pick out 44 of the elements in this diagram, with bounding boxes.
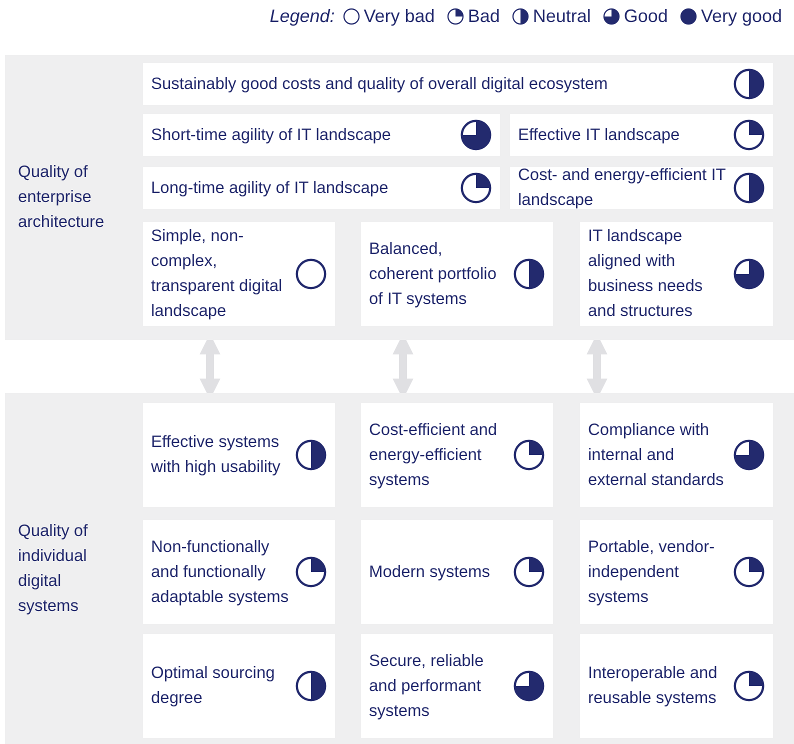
criterion-text: Balanced, coherent portfolio of IT systems: [369, 238, 498, 310]
criterion-card: [361, 520, 553, 624]
criterion-text: Optimal sourcing degree: [151, 663, 276, 709]
criterion-card: [143, 222, 335, 326]
criterion-text: Effective systems with high usability: [151, 432, 282, 478]
criterion-card: [580, 403, 773, 507]
criterion-text: Simple, non-complex, transparent digital landscape: [151, 226, 284, 322]
criterion-card: [143, 63, 773, 105]
legend-text: Neutral: [532, 6, 591, 27]
criterion-text: Effective IT landscape: [518, 124, 681, 146]
criterion-text: Modern systems: [369, 562, 492, 582]
criterion-text: Short-time agility of IT landscape: [151, 124, 392, 146]
category-title: Quality of individual digital systems: [18, 520, 89, 616]
criterion-text: Long-time agility of IT landscape: [151, 178, 390, 198]
criterion-card: [580, 520, 773, 624]
legend-title: Legend:: [270, 6, 335, 27]
criterion-text: IT landscape aligned with business needs and structures: [588, 226, 704, 322]
criterion-text: Portable, vendor-independent systems: [588, 536, 716, 608]
criterion-card: [510, 167, 773, 209]
category-band: [5, 55, 794, 340]
criterion-card: [143, 114, 500, 156]
criterion-text: Sustainably good costs and quality of overall digital ecosystem: [151, 74, 609, 94]
legend-text: Good: [624, 6, 668, 27]
criterion-card: [510, 114, 773, 156]
criterion-card: [143, 403, 335, 507]
criterion-card: [143, 634, 335, 738]
criterion-text: Interoperable and reusable systems: [588, 663, 718, 709]
legend-text: Bad: [468, 6, 500, 27]
legend-text: Very bad: [364, 6, 435, 27]
criterion-card: [580, 222, 773, 326]
criterion-text: Non-functionally and functionally adaptable systems: [151, 536, 290, 608]
category-title: Quality of enterprise architecture: [18, 162, 106, 233]
criterion-card: [143, 167, 500, 209]
criterion-card: [361, 222, 553, 326]
criterion-text: Compliance with internal and external standards: [588, 420, 725, 490]
legend-text: Very good: [700, 6, 782, 27]
criterion-card: [143, 520, 335, 624]
criterion-card: [580, 634, 773, 738]
criterion-text: Cost- and energy-efficient IT landscape: [518, 165, 727, 211]
criterion-card: [361, 634, 553, 738]
category-band: [5, 393, 794, 744]
criterion-text: Secure, reliable and performant systems: [369, 650, 485, 722]
criterion-text: Cost-efficient and energy-efficient systems: [369, 420, 498, 490]
criterion-card: [361, 403, 553, 507]
